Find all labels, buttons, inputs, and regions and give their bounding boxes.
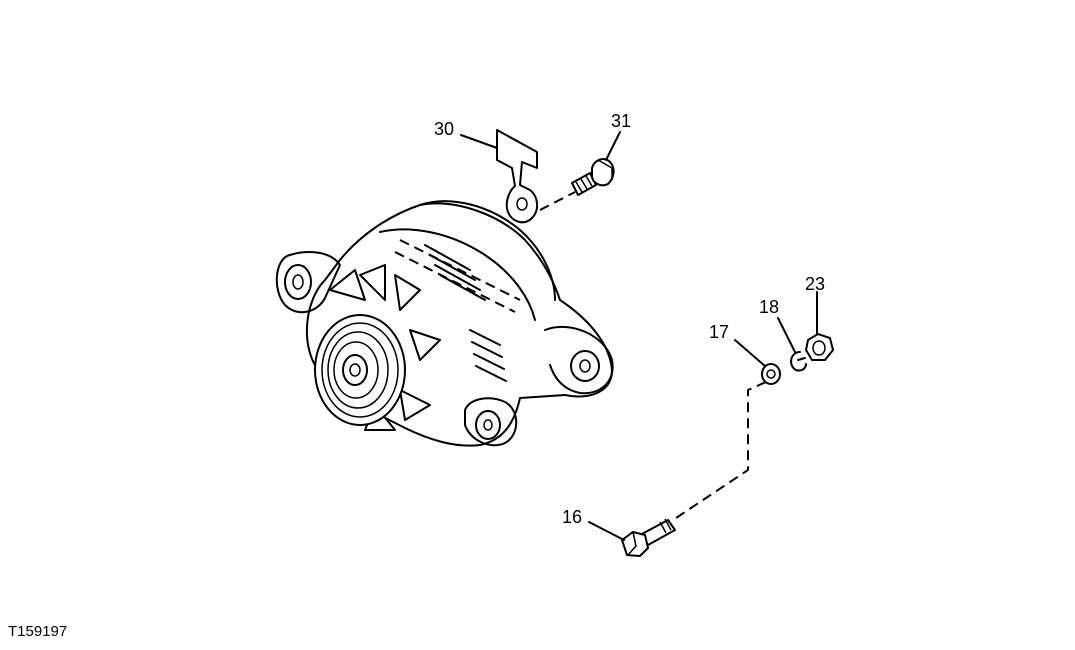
leader-31 — [605, 131, 621, 161]
leader-18 — [777, 317, 796, 353]
callout-31: 31 — [611, 111, 631, 131]
bolt-part-16 — [620, 518, 676, 558]
callout-30: 30 — [434, 119, 454, 139]
leader-17 — [734, 339, 766, 367]
callout-18: 18 — [759, 297, 779, 317]
cap-screw-part-31 — [571, 158, 615, 196]
alternator — [275, 200, 614, 447]
assembly-line-31 — [539, 191, 576, 211]
callout-17: 17 — [709, 322, 729, 342]
nut-part-23 — [804, 332, 835, 361]
leader-30 — [460, 134, 498, 149]
lock-washer-part-18 — [790, 351, 807, 372]
callout-23: 23 — [805, 274, 825, 294]
leader-16 — [588, 521, 625, 541]
callout-16: 16 — [562, 507, 582, 527]
washer-part-17 — [761, 363, 781, 385]
assembly-line-16 — [675, 381, 767, 519]
bracket-part-30 — [496, 129, 538, 224]
figure-id: T159197 — [8, 623, 68, 640]
